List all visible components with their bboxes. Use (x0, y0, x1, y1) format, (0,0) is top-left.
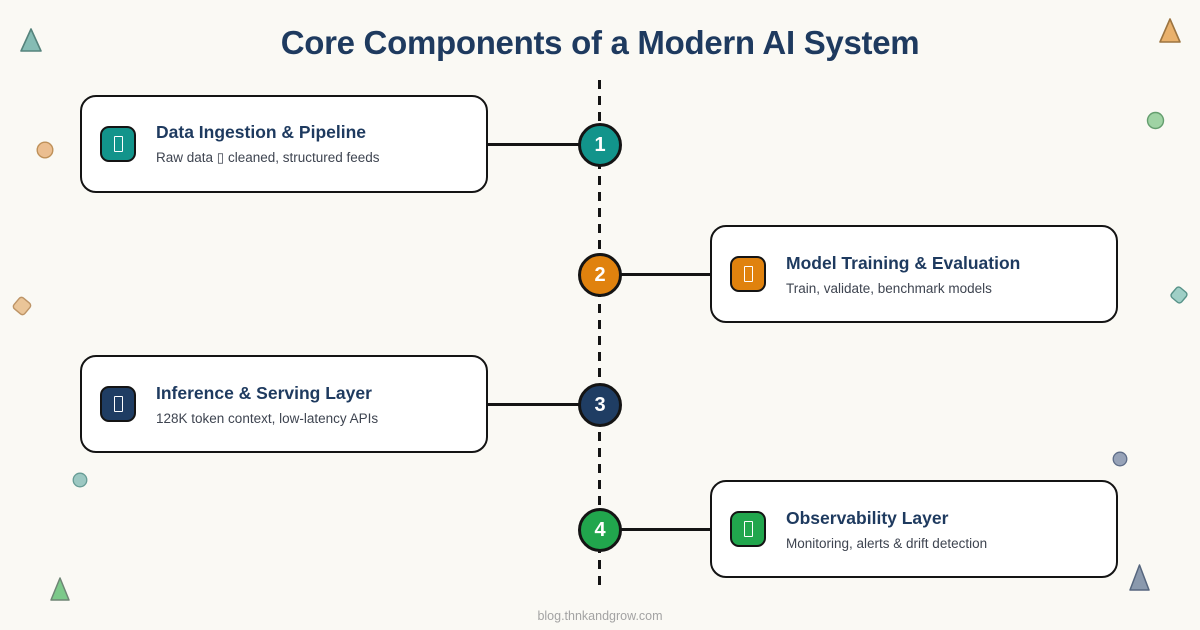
decor-circle-icon (36, 141, 54, 159)
step-3-card: Inference & Serving Layer 128K token con… (80, 355, 488, 453)
decor-triangle-icon (1129, 564, 1150, 591)
step-2-number-badge: 2 (578, 253, 622, 297)
tofu-glyph (113, 396, 123, 412)
step-3-title: Inference & Serving Layer (156, 382, 372, 403)
tofu-glyph (743, 521, 753, 537)
step-2-subtitle: Train, validate, benchmark models (786, 280, 992, 296)
step-3-number-badge: 3 (578, 383, 622, 427)
missing-glyph-icon (100, 386, 136, 422)
step-4-subtitle: Monitoring, alerts & drift detection (786, 535, 988, 551)
missing-glyph-icon (730, 511, 766, 547)
step-3-subtitle: 128K token context, low-latency APIs (156, 410, 379, 426)
decor-circle-icon (1146, 111, 1165, 130)
step-4-card: Observability Layer Monitoring, alerts &… (710, 480, 1118, 578)
connector-step-2 (620, 273, 712, 276)
connector-step-1 (488, 143, 580, 146)
decor-circle-icon (1112, 451, 1128, 467)
step-1-number-badge: 1 (578, 123, 622, 167)
footer-watermark: blog.thnkandgrow.com (537, 609, 663, 623)
step-4-title: Observability Layer (786, 507, 949, 528)
tofu-glyph (113, 136, 123, 152)
step-1-subtitle: Raw data ▯ cleaned, structured feeds (156, 150, 380, 165)
decor-diamond-icon (12, 296, 32, 316)
step-2-card: Model Training & Evaluation Train, valid… (710, 225, 1118, 323)
step-1-title: Data Ingestion & Pipeline (156, 122, 367, 142)
tofu-glyph (743, 266, 753, 282)
step-2-title: Model Training & Evaluation (786, 252, 1021, 273)
decor-triangle-icon (50, 577, 70, 601)
connector-step-3 (488, 403, 580, 406)
step-1-card: Data Ingestion & Pipeline Raw data ▯ cle… (80, 95, 488, 193)
connector-step-4 (620, 528, 712, 531)
step-4-number-badge: 4 (578, 508, 622, 552)
missing-glyph-icon (100, 126, 136, 162)
missing-glyph-icon (730, 256, 766, 292)
page-title: Core Components of a Modern AI System (280, 24, 920, 61)
timeline-dashed-line (598, 80, 601, 585)
decor-diamond-icon (1170, 286, 1188, 304)
decor-circle-icon (72, 472, 88, 488)
decor-triangle-icon (1159, 18, 1181, 43)
decor-triangle-icon (20, 28, 42, 52)
